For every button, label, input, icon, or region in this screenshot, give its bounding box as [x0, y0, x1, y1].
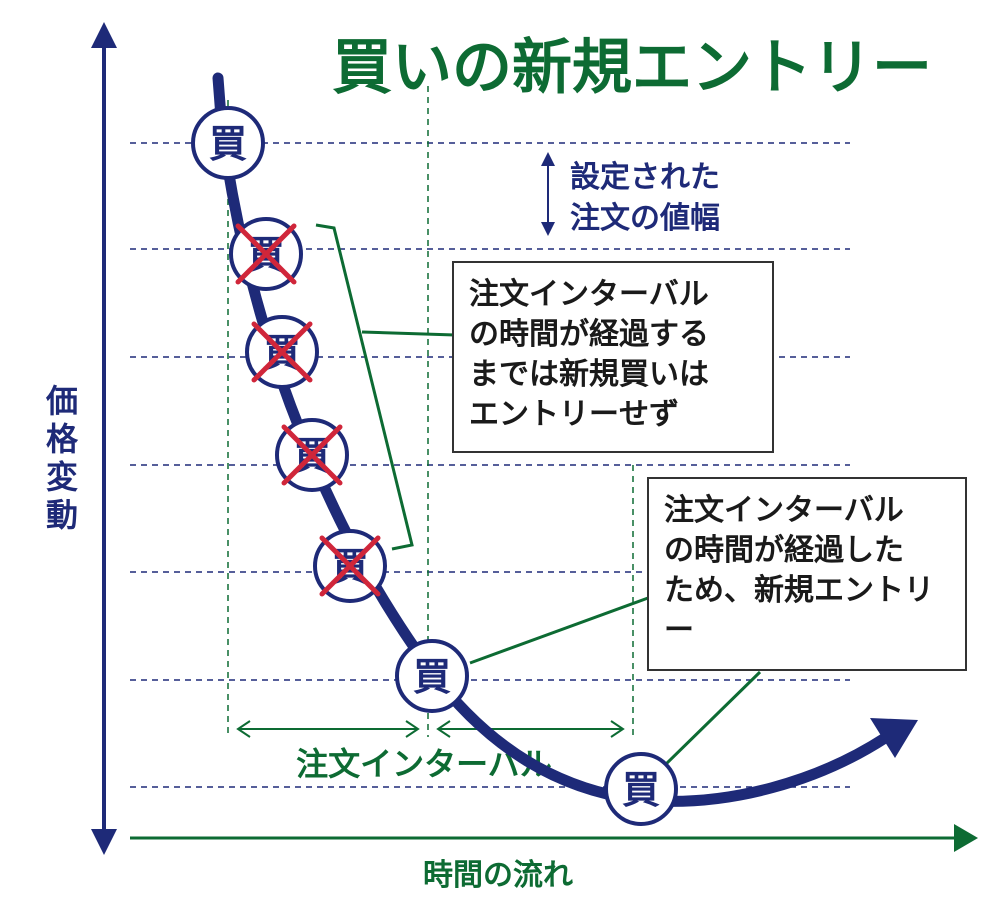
- svg-text:価格変動: 価格変動: [45, 382, 79, 534]
- diagram-title: 買いの新規エントリー: [332, 33, 932, 103]
- range-label-line-2: 注文の値幅: [570, 201, 720, 236]
- cross-icon: [251, 321, 313, 383]
- buy-marker-entry: 買: [604, 752, 678, 826]
- bracket-connector: [361, 330, 456, 337]
- callout-entry-line-2: の時間が経過した: [664, 533, 904, 568]
- callout-blocked-line-2: の時間が経過する: [469, 317, 709, 352]
- buy-marker-skipped: 買: [313, 529, 387, 603]
- buy-marker-entry: 買: [395, 639, 469, 713]
- callout-blocked-line-1: 注文インターバル: [469, 277, 709, 312]
- y-axis-label-char: 価: [45, 382, 78, 420]
- marker-label: 買: [209, 122, 247, 166]
- buy-marker-skipped: 買: [275, 418, 349, 492]
- price-curve-arrowhead: [870, 718, 918, 758]
- marker-circle: [604, 752, 678, 826]
- x-axis: [130, 824, 978, 852]
- buy-marker-skipped: 買: [229, 217, 303, 291]
- callout-entry-line-3: ため、新規エントリ: [664, 573, 934, 608]
- interval-lines: [227, 86, 634, 737]
- entry-connector-1: [469, 596, 649, 665]
- callout-blocked: 注文インターバル の時間が経過する までは新規買いは エントリーせず: [452, 261, 774, 453]
- marker-circle: [191, 106, 265, 180]
- buy-marker-entry: 買: [191, 106, 265, 180]
- range-label-line-1: 設定された: [570, 160, 720, 195]
- entry-connector-2: [663, 670, 762, 767]
- marker-circle: [395, 639, 469, 713]
- y-axis: [91, 22, 117, 855]
- cross-icon: [281, 424, 343, 486]
- callout-entry-line-1: 注文インターバル: [664, 493, 904, 528]
- y-axis-label: 価格変動: [45, 382, 79, 534]
- marker-label: 買: [413, 655, 451, 699]
- x-axis-arrow: [954, 824, 978, 852]
- callout-blocked-line-3: までは新規買いは: [469, 357, 709, 392]
- interval-arrows: [236, 720, 625, 738]
- marker-label: 買: [622, 768, 660, 812]
- buy-markers: 買買買買買買買: [191, 106, 678, 826]
- buy-marker-skipped: 買: [245, 315, 319, 389]
- y-axis-label-char: 動: [46, 496, 78, 534]
- x-axis-label: 時間の流れ: [423, 858, 573, 893]
- callout-entry: 注文インターバル の時間が経過した ため、新規エントリ ー: [647, 477, 967, 671]
- cross-icon: [235, 223, 297, 285]
- y-axis-bottom-arrow: [91, 829, 117, 855]
- callout-blocked-line-4: エントリーせず: [469, 397, 679, 432]
- y-axis-label-char: 変: [46, 458, 78, 496]
- cross-icon: [319, 535, 381, 597]
- callout-entry-line-4: ー: [664, 613, 694, 648]
- skipped-bracket: [315, 223, 414, 551]
- range-arrow: [541, 152, 555, 236]
- y-axis-top-arrow: [91, 22, 117, 48]
- y-axis-label-char: 格: [46, 420, 79, 458]
